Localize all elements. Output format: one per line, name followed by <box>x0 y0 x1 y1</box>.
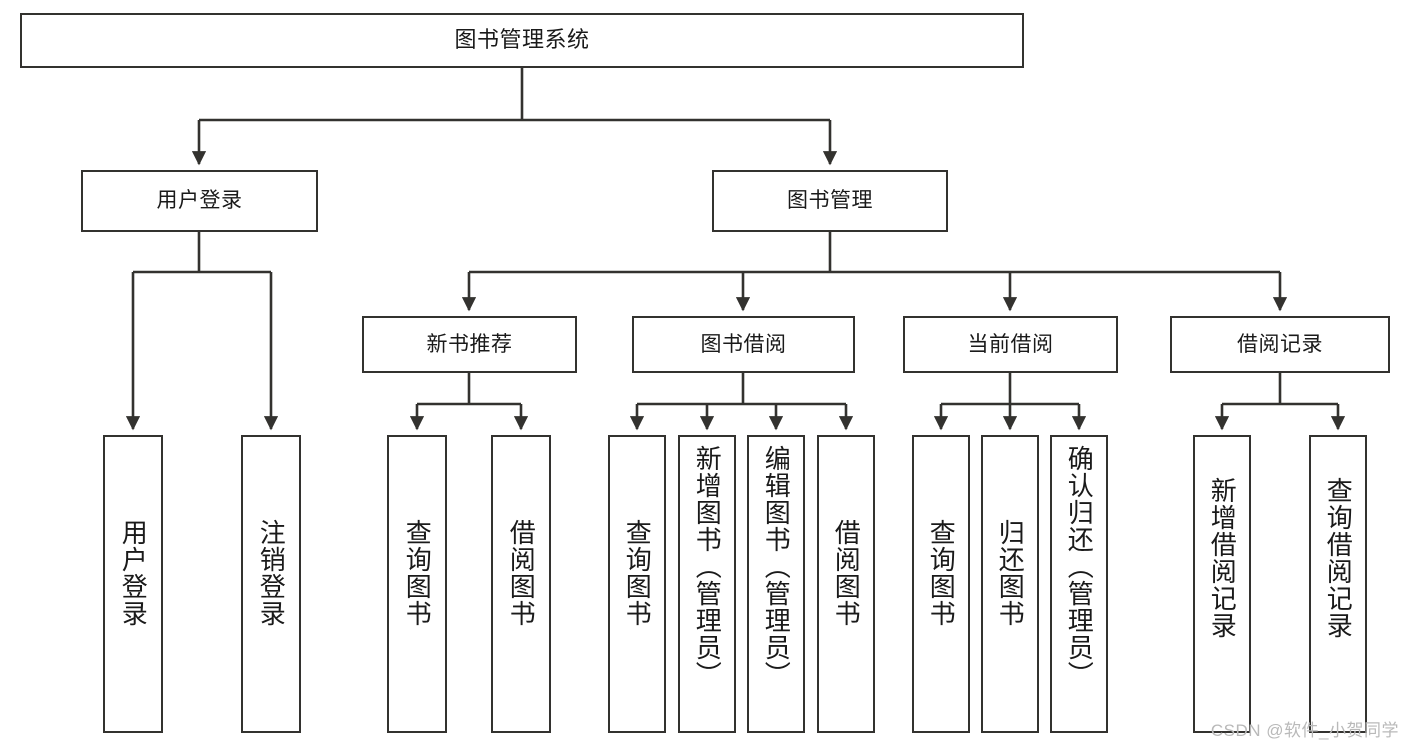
node-user-login[interactable]: 用户登录 <box>81 170 318 232</box>
node-label: 确认归还（管理员） <box>1064 445 1095 688</box>
node-label: 图书管理 <box>787 189 873 213</box>
node-leaf-current-borrow-3[interactable]: 确认归还（管理员） <box>1050 435 1108 733</box>
node-label: 注销登录 <box>256 519 287 627</box>
node-label: 借阅记录 <box>1237 332 1323 356</box>
node-leaf-borrow-record-2[interactable]: 查询借阅记录 <box>1309 435 1367 733</box>
node-leaf-current-borrow-2[interactable]: 归还图书 <box>981 435 1039 733</box>
node-label: 借阅图书 <box>831 519 862 627</box>
node-book-management[interactable]: 图书管理 <box>712 170 948 232</box>
node-label: 用户登录 <box>156 189 243 213</box>
node-leaf-book-borrow-4[interactable]: 借阅图书 <box>817 435 875 733</box>
node-label: 新增借阅记录 <box>1207 477 1238 639</box>
node-label: 查询图书 <box>402 519 433 627</box>
node-label: 查询图书 <box>926 519 957 627</box>
node-label: 查询图书 <box>622 519 653 627</box>
node-leaf-current-borrow-1[interactable]: 查询图书 <box>912 435 970 733</box>
node-leaf-new-book-1[interactable]: 查询图书 <box>387 435 447 733</box>
node-label: 用户登录 <box>118 519 149 627</box>
node-borrow-record[interactable]: 借阅记录 <box>1170 316 1390 373</box>
node-label: 编辑图书（管理员） <box>761 445 792 688</box>
node-leaf-book-borrow-3[interactable]: 编辑图书（管理员） <box>747 435 805 733</box>
node-current-borrow[interactable]: 当前借阅 <box>903 316 1118 373</box>
node-leaf-book-borrow-2[interactable]: 新增图书（管理员） <box>678 435 736 733</box>
node-root-system[interactable]: 图书管理系统 <box>20 13 1024 68</box>
node-leaf-borrow-record-1[interactable]: 新增借阅记录 <box>1193 435 1251 733</box>
node-label: 借阅图书 <box>506 519 537 627</box>
node-label: 图书管理系统 <box>454 27 590 53</box>
node-label: 归还图书 <box>995 519 1026 627</box>
node-leaf-user-login-1[interactable]: 用户登录 <box>103 435 163 733</box>
node-label: 图书借阅 <box>700 332 787 356</box>
node-label: 新书推荐 <box>426 332 513 356</box>
node-book-borrow[interactable]: 图书借阅 <box>632 316 855 373</box>
node-leaf-user-login-2[interactable]: 注销登录 <box>241 435 301 733</box>
node-leaf-new-book-2[interactable]: 借阅图书 <box>491 435 551 733</box>
node-label: 新增图书（管理员） <box>692 445 723 688</box>
node-new-book-recommend[interactable]: 新书推荐 <box>362 316 577 373</box>
node-label: 当前借阅 <box>967 332 1054 356</box>
node-leaf-book-borrow-1[interactable]: 查询图书 <box>608 435 666 733</box>
node-label: 查询借阅记录 <box>1323 477 1354 639</box>
